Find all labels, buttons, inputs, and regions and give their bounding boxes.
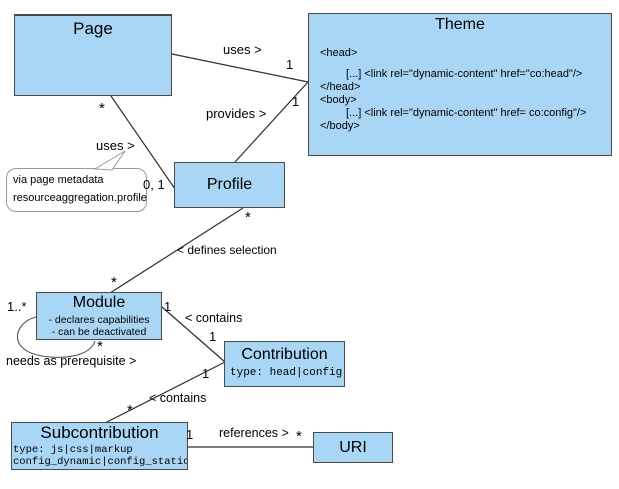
multiplicity-module-star-top: * [111,274,117,291]
multiplicity-module-one-star: 1..* [7,299,27,314]
module-attribute: - declares capabilities [48,313,150,326]
class-box-contribution: Contribution type: head|config [224,341,345,387]
theme-line: <head> [320,47,358,59]
line-profile-module [109,207,244,294]
class-title-profile: Profile [206,176,253,194]
module-attribute: - can be deactivated [51,325,147,338]
theme-line: </body> [320,120,360,132]
multiplicity-page-theme: 1 [286,57,294,72]
label-references: references > [219,426,289,440]
line-module-contribution [161,306,226,363]
class-box-subcontribution: Subcontribution type: js|css|markup conf… [11,422,188,470]
multiplicity-theme-profile: 1 [292,94,300,109]
label-provides: provides > [206,106,267,121]
multiplicity-module-loop-star: * [97,338,103,355]
theme-line: </head> [320,81,361,93]
multiplicity-uri-star: * [296,428,302,445]
class-box-theme: Theme <head> [...] <link rel="dynamic-co… [308,13,612,156]
subcontribution-attributes: type: js|css|markup config_dynamic|confi… [12,444,187,468]
contribution-attribute: type: head|config [230,366,343,379]
note-line: via page metadata [13,174,104,186]
class-box-profile: Profile [174,162,285,208]
label-defines-selection: < defines selection [177,243,277,257]
multiplicity-profile-star: * [245,209,251,226]
multiplicity-contribution-one-bottom: 1 [202,366,210,381]
class-title-module: Module [72,294,126,311]
module-attributes: - declares capabilities - can be deactiv… [37,314,161,338]
class-title-theme: Theme [435,16,485,33]
theme-line: [...] <link rel="dynamic-content" href= … [346,107,587,119]
multiplicity-sub-one: 1 [186,427,194,442]
note-bubble-tail [93,150,126,171]
label-contains-sub: < contains [149,391,207,405]
class-title-subcontribution: Subcontribution [40,423,159,442]
line-theme-profile [234,81,309,163]
class-title-page: Page [73,19,113,38]
note-bubble: via page metadata resourceaggregation.pr… [6,168,147,212]
theme-markup-snippet: <head> [...] <link rel="dynamic-content"… [320,47,605,133]
module-self-loop [16,316,96,358]
subcontribution-attribute: type: js|css|markup [13,443,133,456]
subcontribution-attribute: config_dynamic|config_static [13,455,187,468]
line-page-theme [171,53,309,83]
theme-line: [...] <link rel="dynamic-content" href="… [346,68,583,80]
note-line: resourceaggregation.profile [13,192,147,204]
line-page-profile [110,95,176,190]
line-contribution-subcontribution [104,361,226,424]
multiplicity-sub-star-top: * [127,402,133,419]
class-box-module: Module - declares capabilities - can be … [36,292,162,340]
class-title-contribution: Contribution [241,346,328,363]
class-title-uri: URI [339,438,367,456]
label-needs-prerequisite: needs as prerequisite > [6,354,137,368]
multiplicity-module-one: 1 [164,299,172,314]
label-uses-profile: uses > [96,138,135,153]
multiplicity-page-star: * [99,100,105,117]
label-uses-theme: uses > [223,42,262,57]
multiplicity-profile-zero-one: 0, 1 [143,177,165,192]
class-box-uri: URI [313,432,393,463]
multiplicity-contribution-one-top: 1 [209,329,217,344]
class-box-page: Page [14,14,172,96]
theme-line: <body> [320,94,357,106]
label-contains-module: < contains [185,311,243,325]
